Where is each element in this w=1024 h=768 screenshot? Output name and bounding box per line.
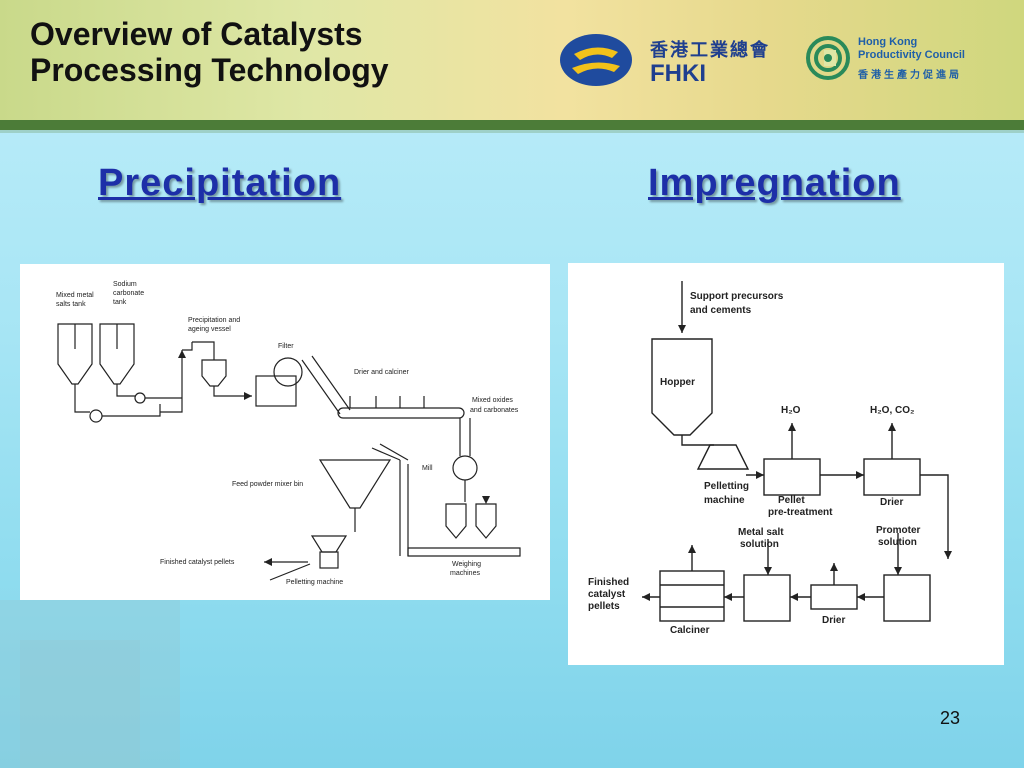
mill-icon (452, 455, 478, 481)
label-pellet-pretreatment: pre-treatment (768, 507, 833, 518)
label-mixed-metal-salts: salts tank (56, 301, 86, 308)
label-finished-pellets: pellets (588, 601, 620, 612)
impregnation-flowsheet: Support precursors and cements Hopper H₂… (588, 281, 952, 636)
label-sodium-carbonate: tank (113, 299, 127, 306)
label-support-precursors: Support precursors (690, 291, 784, 302)
metal-salt-mix-box (743, 574, 791, 622)
label-finished-pellets: Finished (588, 577, 629, 588)
hkpc-line-1: Hong Kong (858, 36, 918, 48)
page-number: 23 (940, 708, 961, 728)
label-mixed-metal-salts: Mixed metal (56, 292, 94, 299)
label-drier-calciner: Drier and calciner (354, 369, 410, 376)
label-promoter: solution (878, 537, 917, 548)
label-hopper: Hopper (660, 377, 695, 388)
drier-bottom-box (810, 584, 858, 610)
label-calciner: Calciner (670, 625, 710, 636)
label-mixed-oxides: Mixed oxides (472, 397, 513, 404)
label-promoter: Promoter (876, 525, 921, 536)
label-metal-salt: solution (740, 539, 779, 550)
precipitation-flowsheet: Mixed metal salts tank Sodium carbonate … (56, 281, 521, 586)
label-precipitation-vessel: ageing vessel (188, 326, 231, 333)
precipitation-vessel (201, 359, 227, 387)
pellet-pretreatment-box (763, 458, 821, 496)
label-finished-pellets: catalyst (588, 589, 626, 600)
hkpc-english-name: Hong Kong Productivity Council (858, 36, 965, 62)
pelletting-machine (696, 444, 750, 470)
label-finished-pellets: Finished catalyst pellets (160, 559, 235, 566)
label-mixed-oxides: and carbonates (470, 407, 519, 414)
label-sodium-carbonate: carbonate (113, 290, 144, 297)
impregnation-heading: Impregnation (648, 162, 901, 204)
calciner-box (659, 570, 725, 622)
label-sodium-carbonate: Sodium (113, 281, 137, 288)
bottom-conveyor (407, 547, 521, 557)
pump-icon (134, 392, 146, 404)
background-building (20, 640, 140, 768)
promoter-mix-box (883, 574, 931, 622)
pump-icon (89, 409, 103, 423)
label-support-precursors: and cements (690, 305, 752, 316)
drier-top-box (863, 458, 921, 496)
hkpc-emblem-icon (806, 36, 850, 80)
label-drier-top: Drier (880, 497, 903, 508)
label-metal-salt: Metal salt (738, 527, 784, 538)
header-band (0, 120, 1024, 130)
title-line-2: Processing Technology (30, 52, 389, 88)
drier-belt (337, 407, 465, 419)
hkpc-line-2: Productivity Council (858, 49, 965, 61)
filter-unit (255, 375, 297, 407)
label-weighing: machines (450, 570, 480, 577)
hkpc-chinese-name: 香港生產力促進局 (858, 70, 962, 81)
page-title: Overview of Catalysts Processing Technol… (30, 16, 389, 88)
label-pelletting-machine: Pelletting (704, 481, 749, 492)
fhki-badge-icon (560, 34, 632, 86)
filter-drum (273, 357, 303, 387)
label-h2o: H₂O (781, 405, 801, 416)
background-building (0, 600, 180, 768)
pelletting-machine (310, 535, 348, 553)
title-line-1: Overview of Catalysts (30, 16, 363, 52)
fhki-english-name: FHKI (650, 60, 706, 87)
header-background (0, 0, 1024, 120)
fhki-chinese-name: 香港工業總會 (650, 40, 770, 60)
label-precipitation-vessel: Precipitation and (188, 317, 240, 324)
precipitation-heading: Precipitation (98, 162, 342, 204)
label-pelletting-machine: machine (704, 495, 745, 506)
hkpc-logo: Hong Kong Productivity Council 香港生產力促進局 (806, 34, 996, 84)
precipitation-diagram: Mixed metal salts tank Sodium carbonate … (20, 264, 550, 600)
mixed-metal-salts-tank (57, 323, 93, 385)
weighing-machine (475, 503, 497, 539)
sodium-carbonate-tank (99, 323, 135, 385)
label-filter: Filter (278, 343, 294, 350)
label-drier-bottom: Drier (822, 615, 845, 626)
fhki-logo: 香港工業總會 FHKI (560, 30, 790, 90)
label-weighing: Weighing (452, 561, 481, 568)
label-mill: Mill (422, 465, 433, 472)
label-pellet-pretreatment: Pellet (778, 495, 805, 506)
feed-powder-mixer-bin (318, 459, 392, 509)
label-h2o-co2: H₂O, CO₂ (870, 405, 914, 416)
weighing-machine (445, 503, 467, 539)
hopper (651, 338, 713, 436)
label-pelletting-machine: Pelletting machine (286, 579, 343, 586)
impregnation-diagram: Support precursors and cements Hopper H₂… (568, 263, 1004, 665)
header-line (0, 130, 1024, 133)
label-feed-bin: Feed powder mixer bin (232, 481, 303, 488)
